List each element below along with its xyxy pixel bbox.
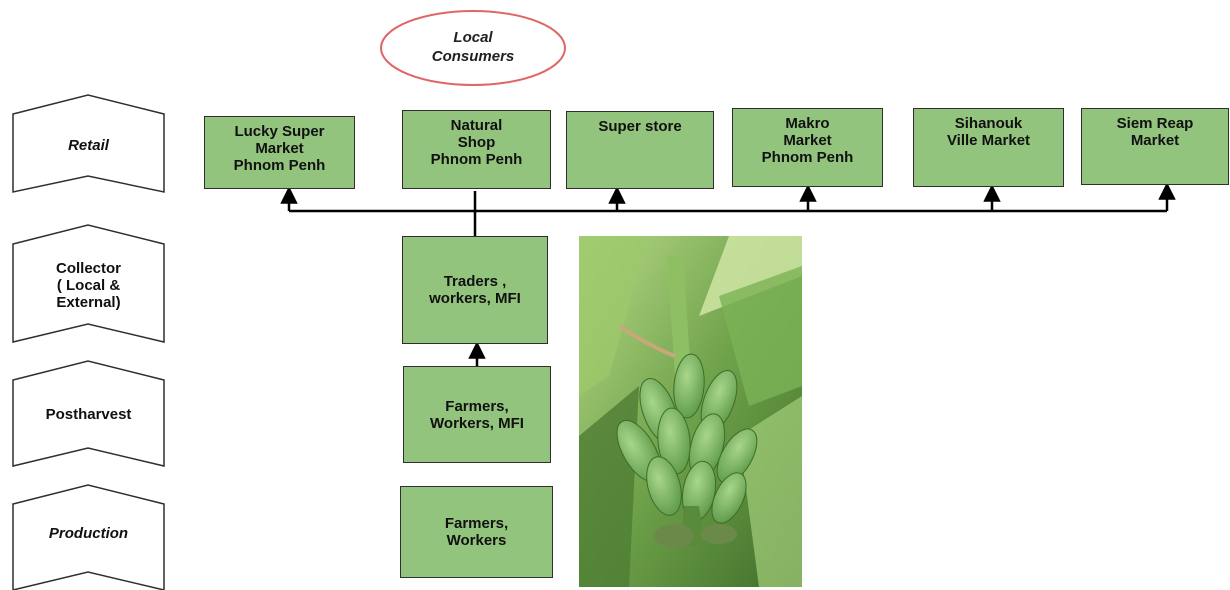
banana-bunch-photo	[579, 236, 802, 587]
stage-chevron-shape	[12, 224, 165, 343]
stage-collector: Collector ( Local & External)	[12, 224, 165, 343]
stage-production-label: Production	[48, 525, 129, 542]
ellipse-shape	[380, 10, 566, 86]
local-consumers-label: Local Consumers	[431, 29, 515, 65]
stage-postharvest-label: Postharvest	[45, 406, 132, 423]
retail-outlet-super-store: Super store	[566, 111, 714, 189]
stage-retail: Retail	[12, 94, 165, 198]
postharvest-box: Farmers, Workers, MFI	[403, 366, 551, 463]
stage-collector-label: Collector ( Local & External)	[55, 260, 121, 311]
stage-retail-label: Retail	[68, 137, 109, 154]
production-box: Farmers, Workers	[400, 486, 553, 578]
retail-outlet-lucky: Lucky Super Market Phnom Penh	[204, 116, 355, 189]
collector-box: Traders , workers, MFI	[402, 236, 548, 344]
stage-production: Production	[12, 484, 165, 590]
stage-chevron-shape	[12, 484, 165, 590]
stage-chevron-shape	[12, 94, 165, 193]
local-consumers-node: Local Consumers	[379, 8, 567, 88]
stage-chevron-shape	[12, 360, 165, 467]
stage-postharvest: Postharvest	[12, 360, 165, 467]
retail-outlet-siem-reap: Siem Reap Market	[1081, 108, 1229, 185]
retail-outlet-sihanouk: Sihanouk Ville Market	[913, 108, 1064, 187]
retail-outlet-makro: Makro Market Phnom Penh	[732, 108, 883, 187]
retail-outlet-natural-shop: Natural Shop Phnom Penh	[402, 110, 551, 189]
